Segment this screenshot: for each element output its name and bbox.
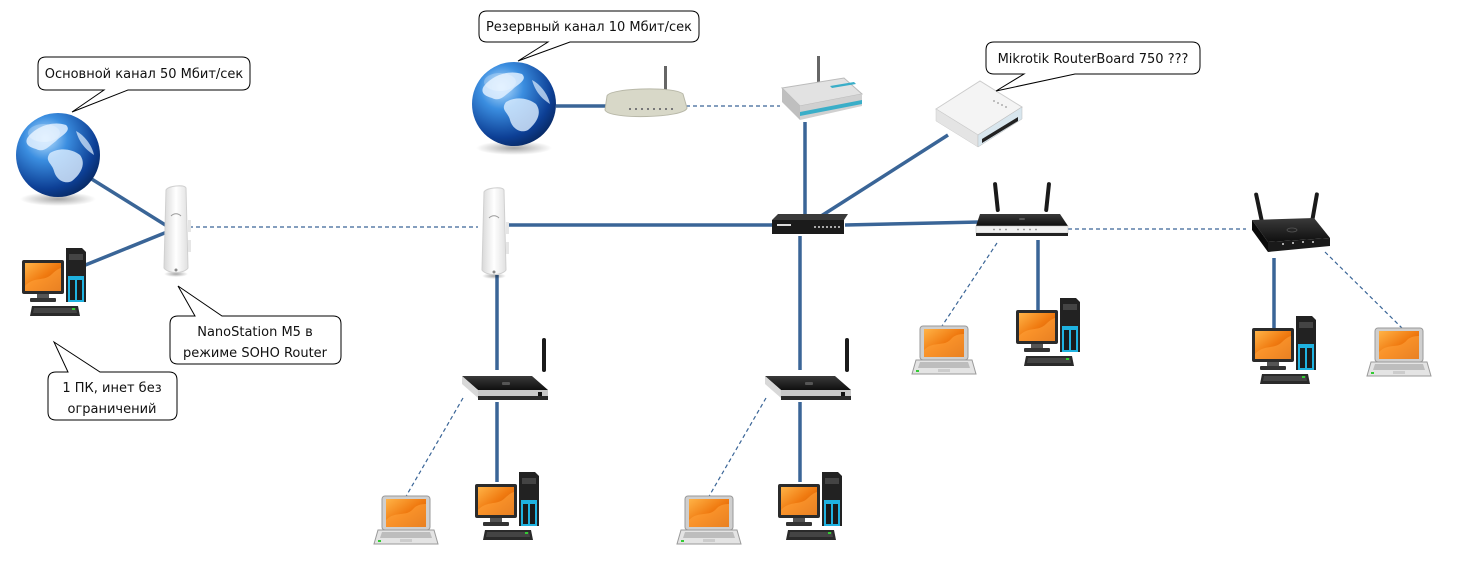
wireless-link-laptop-r2 [1324,251,1405,331]
wired-link-switch-router-r1 [844,220,981,227]
desktop-pc-icon-b1 [475,472,539,540]
wireless-link-laptop-r1 [941,242,998,327]
router-icon-right-1 [975,181,1069,237]
links [77,104,1405,499]
nanostation-icon-left [163,185,192,278]
callout-main-channel: Основной канал 50 Мбит/сек [37,56,251,113]
globe-icon-main [16,113,100,206]
wireless-link-laptop-b2 [707,397,767,499]
wired-link-pc-nanostation [77,230,168,270]
laptop-icon-r2 [1366,327,1432,377]
callout-nanostation: NanoStation M5 в режиме SOHO Router [169,285,342,365]
modem-icon [604,66,688,117]
router-icon-bottom-1 [462,338,548,400]
laptop-icon-b2 [676,495,742,545]
callout-backup-channel: Резервный канал 10 Мбит/сек [478,10,700,62]
callout-text: NanoStation M5 в [197,325,313,340]
callout-text: Основной канал 50 Мбит/сек [45,67,244,82]
desktop-pc-icon-r2 [1252,316,1316,384]
router-icon-bottom-2 [765,338,851,400]
callout-single-pc: 1 ПК, инет без ограничений [47,340,178,421]
callout-mikrotik: Mikrotik RouterBoard 750 ??? [985,41,1201,92]
laptop-icon-r1 [911,325,977,375]
wired-links [77,104,1276,482]
globe-icon-backup [472,62,556,155]
callout-text: 1 ПК, инет без [62,381,161,396]
callout-text: Резервный канал 10 Мбит/сек [486,20,692,35]
wireless-links [182,105,1405,499]
desktop-pc-icon-left [22,248,86,316]
laptop-icon-b1 [373,495,439,545]
router-icon-right-2 [1251,191,1331,253]
wired-link-globe-nanostation [89,176,168,228]
switch-icon [772,214,848,234]
mikrotik-router-icon [935,80,1023,148]
wireless-link-laptop-b1 [404,397,464,499]
desktop-pc-icon-b2 [778,472,842,540]
access-point-icon [780,56,864,120]
callout-text: Mikrotik RouterBoard 750 ??? [998,52,1189,67]
callout-text: ограничений [67,402,156,417]
devices [16,56,1432,545]
wired-link-mikrotik-switch [817,133,949,220]
callout-text: режиме SOHO Router [183,346,328,361]
desktop-pc-icon-r1 [1016,298,1080,366]
nanostation-icon-right [481,187,510,280]
callouts: Основной канал 50 Мбит/сек Резервный кан… [37,10,1201,421]
